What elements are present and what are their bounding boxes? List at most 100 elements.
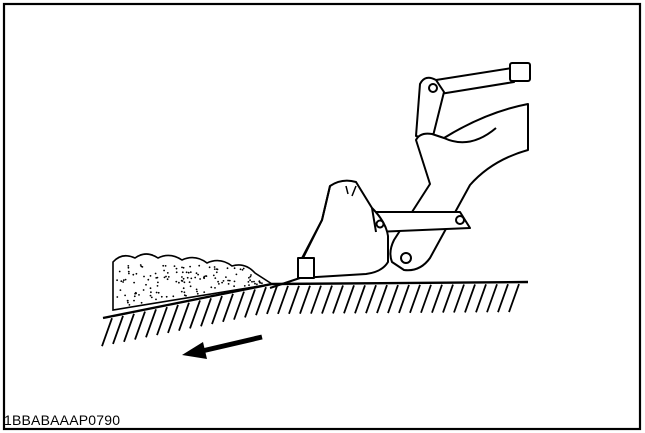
soil-stipple-dot	[217, 269, 219, 271]
soil-stipple-dot	[188, 272, 190, 274]
soil-stipple-dot	[134, 295, 136, 297]
soil-stipple-dot	[176, 271, 178, 273]
soil-stipple-dot	[196, 291, 198, 293]
soil-stipple-dot	[127, 300, 129, 302]
soil-stipple-dot	[197, 274, 199, 276]
soil-stipple-dot	[190, 278, 192, 280]
ground-hatch-mark	[190, 300, 200, 328]
soil-stipple-dot	[164, 277, 166, 279]
soil-stipple-dot	[244, 285, 246, 287]
ground-hatch-mark	[278, 286, 288, 314]
soil-stipple-dot	[150, 295, 152, 297]
soil-stipple-dot	[189, 281, 191, 283]
soil-stipple-dot	[190, 271, 192, 273]
soil-stipple-dot	[157, 277, 159, 279]
ground-hatch-mark	[168, 305, 178, 333]
soil-stipple-dot	[181, 280, 183, 282]
soil-stipple-dot	[150, 275, 152, 277]
soil-stipple-dot	[136, 273, 138, 275]
soil-stipple-dot	[150, 287, 152, 289]
ground-hatch-mark	[256, 287, 266, 315]
soil-stipple-dot	[167, 278, 169, 280]
soil-stipple-dot	[203, 277, 205, 279]
soil-stipple-dot	[261, 282, 263, 284]
soil-stipple-dot	[174, 265, 176, 267]
soil-stipple-dot	[236, 274, 238, 276]
soil-stipple-dot	[250, 274, 252, 276]
ground-hatch-mark	[454, 285, 464, 313]
soil-stipple-dot	[155, 273, 157, 275]
ground-hatch-mark	[421, 285, 431, 313]
soil-stipple-dot	[196, 289, 198, 291]
soil-stipple-dot	[181, 291, 183, 293]
soil-stipple-dot	[194, 277, 196, 279]
soil-stipple-dot	[227, 267, 229, 269]
ground-hatch-mark	[476, 284, 486, 312]
soil-stipple-dot	[214, 266, 216, 268]
soil-stipple-dot	[234, 281, 236, 283]
ground-hatch-mark	[333, 285, 343, 313]
soil-stipple-dot	[145, 284, 147, 286]
ground-hatch-mark	[223, 294, 233, 322]
soil-stipple-dot	[168, 276, 170, 278]
soil-stipple-dot	[216, 271, 218, 273]
ground-hatch-mark	[201, 298, 211, 326]
soil-stipple-dot	[225, 276, 227, 278]
soil-stipple-dot	[161, 296, 163, 298]
ground-hatch-mark	[179, 303, 189, 331]
soil-stipple-dot	[233, 285, 235, 287]
soil-stipple-dot	[128, 271, 130, 273]
soil-stipple-dot	[133, 300, 135, 302]
soil-stipple-dot	[155, 299, 157, 301]
soil-stipple-dot	[223, 280, 225, 282]
ground-hatch-mark	[399, 285, 409, 313]
soil-stipple-dot	[181, 267, 183, 269]
soil-stipple-dot	[129, 304, 131, 306]
ground-hatch-mark	[388, 285, 398, 313]
ground-hatch-mark	[300, 286, 310, 314]
ground-hatch-mark	[509, 284, 519, 312]
soil-stipple-dot	[218, 283, 220, 285]
soil-stipple-dot	[167, 272, 169, 274]
soil-stipple-dot	[151, 297, 153, 299]
soil-stipple-dot	[203, 291, 205, 293]
soil-stipple-dot	[251, 281, 253, 283]
ground-hatch-mark	[289, 286, 299, 314]
soil-stipple-dot	[249, 279, 251, 281]
soil-stipple-dot	[175, 281, 177, 283]
soil-stipple-dot	[196, 272, 198, 274]
ground-hatch-mark	[322, 286, 332, 314]
ground-hatch-mark	[443, 285, 453, 313]
ground-hatch-mark	[146, 309, 156, 337]
soil-stipple-dot	[150, 291, 152, 293]
soil-stipple-dot	[157, 285, 159, 287]
soil-stipple-dot	[243, 268, 245, 270]
soil-stipple-dot	[210, 286, 212, 288]
bucket	[270, 181, 388, 288]
soil-stipple-dot	[254, 283, 256, 285]
soil-stipple-dot	[165, 265, 167, 267]
soil-stipple-dot	[132, 274, 134, 276]
soil-stipple-dot	[127, 265, 129, 267]
soil-stipple-dot	[248, 277, 250, 279]
soil-stipple-dot	[143, 276, 145, 278]
soil-stipple-dot	[163, 270, 165, 272]
soil-stipple-dot	[184, 291, 186, 293]
ground-hatch-mark	[113, 316, 123, 344]
soil-stipple-dot	[187, 277, 189, 279]
soil-stipple-dot	[209, 266, 211, 268]
soil-stipple-dot	[133, 282, 135, 284]
ground-hatch-mark	[212, 296, 222, 324]
soil-stipple-dot	[141, 302, 143, 304]
soil-stipple-dot	[147, 279, 149, 281]
soil-stipple-dot	[221, 282, 223, 284]
ground-hatch-mark	[377, 285, 387, 313]
soil-stipple-dot	[213, 275, 215, 277]
soil-stipple-dot	[157, 282, 159, 284]
soil-stipple-dot	[166, 296, 168, 298]
ground-hatch-mark	[102, 318, 112, 346]
ground-hatch-mark	[311, 286, 321, 314]
soil-stipple-dot	[256, 283, 258, 285]
ground-hatch-mark	[245, 289, 255, 317]
